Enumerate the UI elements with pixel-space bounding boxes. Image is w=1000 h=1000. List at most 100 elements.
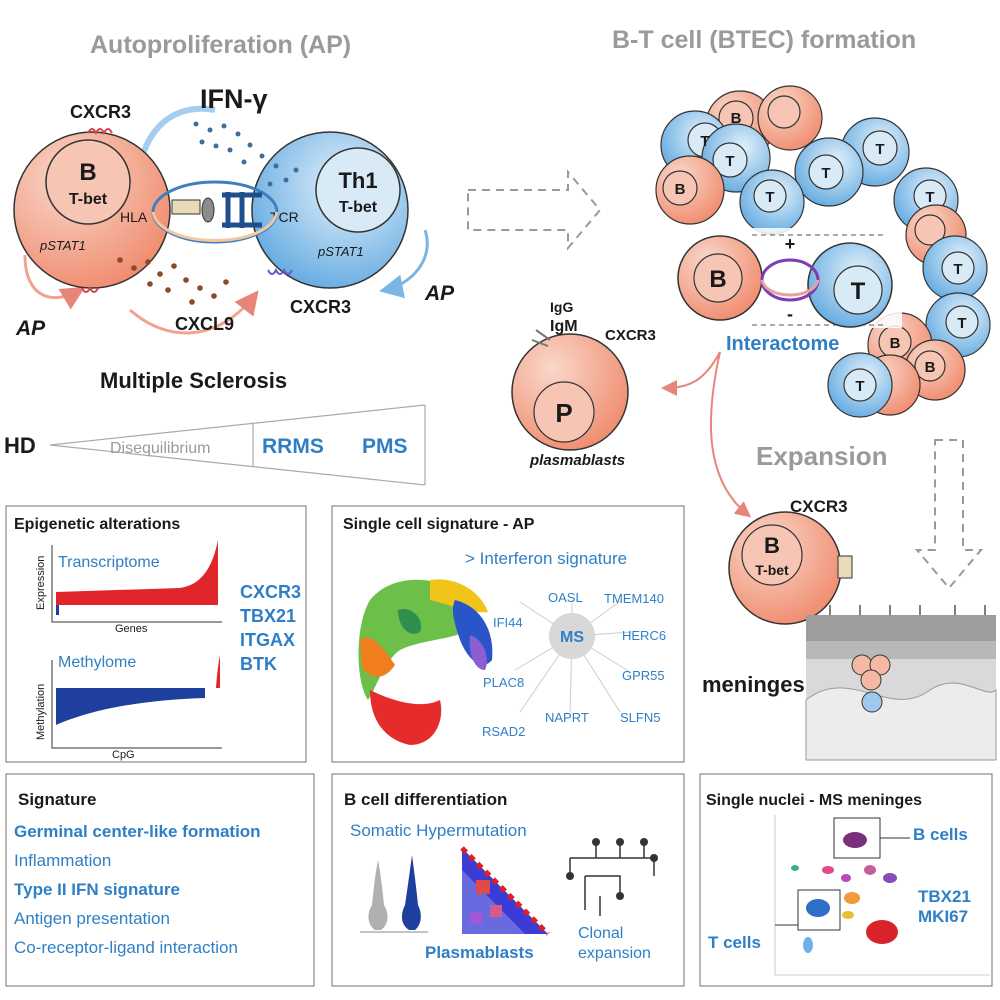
epigenetic-title: Epigenetic alterations <box>14 516 180 533</box>
tcr-molecule <box>222 192 262 228</box>
interactome-b-nucleus <box>693 253 743 303</box>
gene-label: TBX21 <box>240 606 296 626</box>
cluster-cell-b: B <box>925 359 936 376</box>
th1-nucleus <box>315 147 401 233</box>
cxcl9-dots <box>117 257 229 305</box>
cxcr3-b-receptor-bottom <box>81 285 99 293</box>
sc-gene: OASL <box>548 590 583 605</box>
expression-axes <box>51 545 222 623</box>
epigenetic-genes: CXCR3 TBX21 ITGAX BTK <box>240 582 301 674</box>
shm-label: Somatic Hypermutation <box>350 821 527 840</box>
synapse-ring-lower <box>151 211 279 242</box>
igm-label: IgM <box>550 318 578 335</box>
cluster-cell-t: T <box>700 133 709 150</box>
cluster-cell-t: T <box>953 261 962 278</box>
cluster-cell-t: T <box>875 141 884 158</box>
bcells-label: B cells <box>913 825 968 844</box>
disequilibrium-wedge <box>49 404 426 486</box>
cluster-cell-t: T <box>821 165 830 182</box>
interactome-b-label: B <box>709 266 726 293</box>
peptide <box>201 197 215 223</box>
methylome-label: Methylome <box>58 654 136 671</box>
expansion-label: expansion <box>578 945 651 962</box>
sc-gene: HERC6 <box>622 628 666 643</box>
sc-gene: GPR55 <box>622 668 665 683</box>
umap-plot <box>358 579 493 745</box>
x-axis-genes: Genes <box>115 623 148 635</box>
nuclei-axes <box>774 815 990 976</box>
ap-arrow-bottom <box>129 290 259 335</box>
signature-item: Antigen presentation <box>14 909 170 928</box>
methylation-pos <box>205 655 220 688</box>
th1-tbet: T-bet <box>339 199 378 216</box>
ap-arrow-left <box>23 254 86 310</box>
b-tbet: T-bet <box>69 191 108 208</box>
hla-label: HLA <box>120 209 148 225</box>
nuclei-clusters <box>791 832 898 953</box>
interactome-minus: - <box>787 304 793 324</box>
bcell-box <box>331 773 685 987</box>
hla-molecule <box>171 199 201 215</box>
cluster-cell-t: T <box>725 153 734 170</box>
gene-label: CXCR3 <box>240 582 301 602</box>
epigenetic-box <box>5 505 307 763</box>
expansion-b-label: B <box>764 533 780 558</box>
tcells-box <box>797 889 841 931</box>
gene-label: ITGAX <box>240 630 295 650</box>
cxcr3-th1-label: CXCR3 <box>290 297 351 317</box>
ap-left-label: AP <box>15 317 46 340</box>
bcell-title: B cell differentiation <box>344 790 507 809</box>
nuclei-panel: Single nuclei - MS meninges B cells TBX2… <box>699 773 993 987</box>
btec-cluster-labels: B T T T T B T T T T B B T <box>675 110 967 395</box>
ms-node-label: MS <box>560 629 584 646</box>
signature-title: Signature <box>18 790 96 809</box>
cluster-cell-t: T <box>855 378 864 395</box>
violin-grey <box>368 860 388 930</box>
dashed-arrow-down <box>914 439 984 590</box>
clonal-tree <box>569 842 655 916</box>
cluster-cell-b: B <box>890 335 901 352</box>
meninges-tissue <box>805 605 997 761</box>
b-nucleus <box>45 139 131 225</box>
signature-item: Germinal center-like formation <box>14 822 261 841</box>
interferon-subtitle: > Interferon signature <box>465 549 627 568</box>
plasma-cxcr3-label: CXCR3 <box>605 327 656 344</box>
cxcr3-b-receptor <box>87 128 113 136</box>
nuclei-title: Single nuclei - MS meninges <box>706 792 922 809</box>
sc-gene: NAPRT <box>545 710 589 725</box>
sc-gene: PLAC8 <box>483 675 524 690</box>
expansion-panel: Expansion CXCR3 B T-bet meninges <box>702 439 997 761</box>
expression-curve <box>56 540 218 605</box>
interactome-synapse-lower <box>760 279 820 297</box>
b-pstat: pSTAT1 <box>39 238 86 253</box>
single-cell-box <box>331 505 685 763</box>
plasmablast-nucleus <box>533 381 595 443</box>
plasmablast: P IgG IgM CXCR3 plasmablasts <box>511 299 656 469</box>
interactome-t-label: T <box>851 278 866 305</box>
arrow-to-expansion <box>709 351 752 518</box>
disequilibrium-label: Disequilibrium <box>110 440 210 457</box>
methylation-axes <box>51 660 222 749</box>
cluster-cell-b: B <box>731 110 742 127</box>
mki67-label: MKI67 <box>918 907 968 926</box>
btec-cluster: B T T T T B T T T T B B T B T + - Intera… <box>655 85 991 418</box>
signature-box <box>5 773 315 987</box>
signature-genes: IFI44 OASL TMEM140 HERC6 GPR55 SLFN5 NAP… <box>482 590 666 739</box>
cxcr3-th1-receptor <box>267 267 293 275</box>
ap-panel: B T-bet pSTAT1 HLA Th1 T-bet pSTAT1 TCR … <box>13 84 455 340</box>
title-btec: B-T cell (BTEC) formation <box>612 26 916 54</box>
ms-node <box>549 613 595 659</box>
interactome-plus: + <box>785 234 796 254</box>
plasmablasts-label: plasmablasts <box>529 452 625 469</box>
hd-label: HD <box>4 433 36 458</box>
cluster-cell-t: T <box>765 189 774 206</box>
y-axis-expression: Expression <box>35 556 47 610</box>
ifn-dots <box>193 121 299 187</box>
th1-pstat: pSTAT1 <box>317 244 364 259</box>
expansion-cxcr3: CXCR3 <box>790 497 848 516</box>
expansion-b-nucleus <box>741 524 803 586</box>
violin-blue <box>401 855 421 930</box>
th1-label: Th1 <box>338 168 377 193</box>
plasmablasts-heatmap-label: Plasmablasts <box>425 943 534 962</box>
